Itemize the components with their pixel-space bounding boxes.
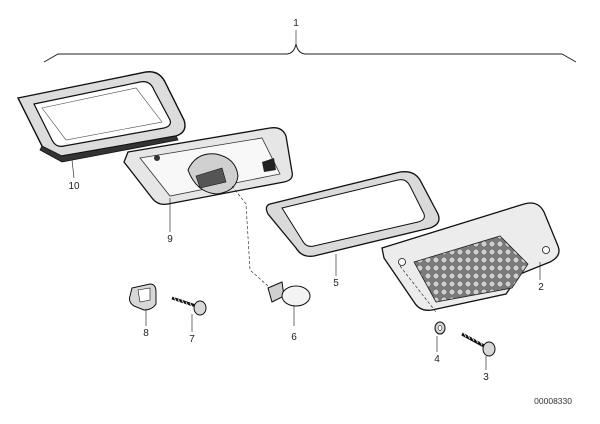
part-bulb: 6	[231, 185, 311, 343]
callout-5-label: 5	[333, 278, 339, 289]
reference-code: 00008330	[534, 396, 572, 406]
assembly-bracket: 1	[43, 18, 577, 63]
callout-7-label: 7	[189, 334, 195, 345]
callout-9-label: 9	[167, 234, 173, 245]
callout-1-label: 1	[293, 18, 299, 29]
part-lens-gasket: 5	[265, 171, 440, 289]
callout-4-label: 4	[434, 354, 440, 365]
part-frame-gasket: 10	[16, 71, 186, 192]
callout-2-label: 2	[538, 282, 544, 293]
callout-8-label: 8	[143, 328, 149, 339]
part-screw-3: 3	[461, 332, 496, 383]
callout-3-label: 3	[483, 372, 489, 383]
callout-10-label: 10	[68, 181, 80, 192]
part-clip-nut: 8	[129, 283, 157, 339]
part-screw-7: 7	[171, 296, 207, 345]
part-washer: 4	[399, 265, 446, 365]
part-lamp-housing: 9	[123, 127, 293, 245]
part-lens-cover: 2	[381, 202, 560, 311]
callout-6-label: 6	[291, 332, 297, 343]
